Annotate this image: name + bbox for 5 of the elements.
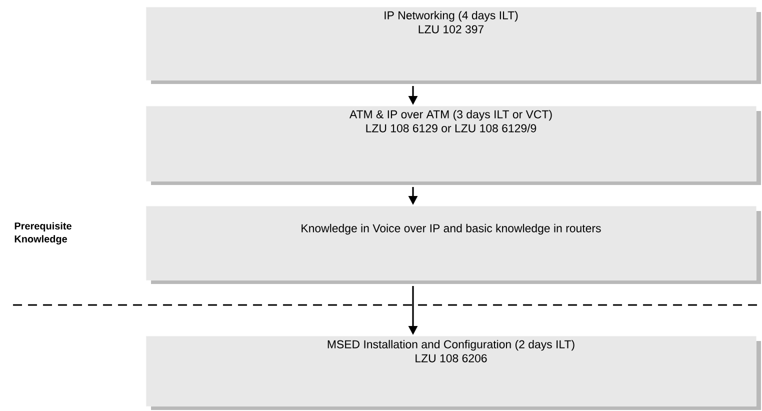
process-box: IP Networking (4 days ILT) LZU 102 397: [146, 7, 761, 84]
side-label: Prerequisite Knowledge: [14, 222, 72, 244]
process-box: Knowledge in Voice over IP and basic knowledge in routers: [146, 206, 761, 284]
process-box: MSED Installation and Configuration (2 days ILT) LZU 108 6206: [146, 336, 761, 410]
process-box: ATM & IP over ATM (3 days ILT or VCT) LZU 108 6129 or LZU 108 6129/9: [146, 106, 761, 185]
